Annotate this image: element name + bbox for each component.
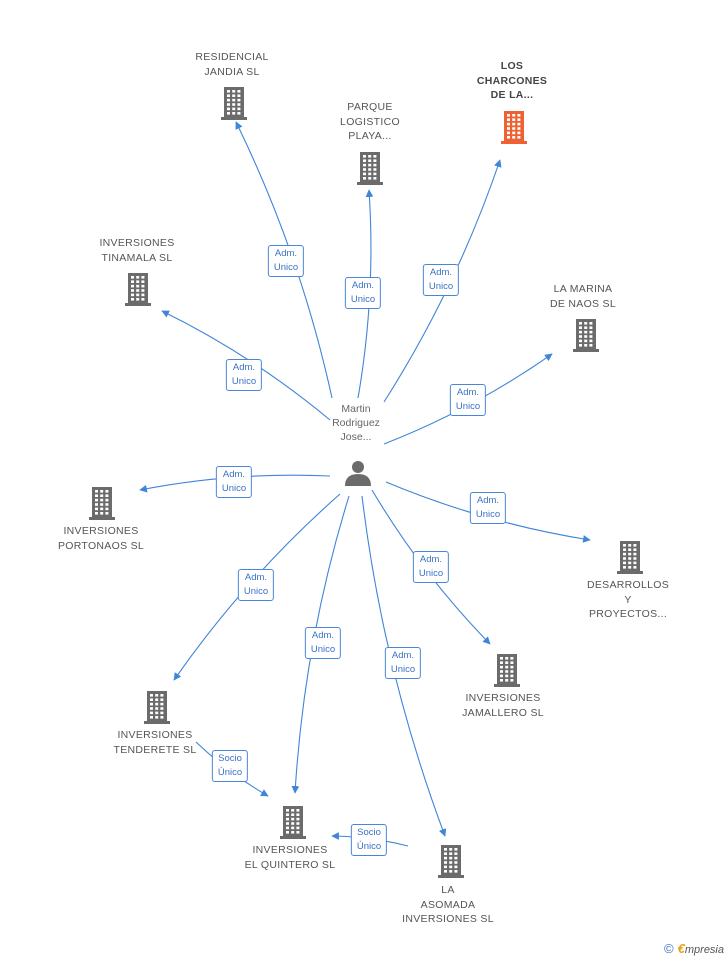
relation-detail: Unico bbox=[231, 376, 257, 387]
company-parque[interactable]: PARQUE LOGISTICO PLAYA... bbox=[340, 100, 400, 144]
relation-label[interactable]: Adm. Unico bbox=[215, 466, 253, 498]
company-jamallero[interactable]: INVERSIONES JAMALLERO SL bbox=[462, 691, 544, 720]
company-name-line: TENDERETE SL bbox=[113, 743, 197, 756]
company-name-line: CHARCONES bbox=[476, 74, 548, 87]
building-icon[interactable] bbox=[571, 318, 601, 352]
relation-label[interactable]: Adm. Unico bbox=[449, 384, 487, 416]
company-name-line: INVERSIONES SL bbox=[402, 913, 494, 925]
relation-label[interactable]: Adm. Unico bbox=[412, 551, 450, 583]
company-name-line: DE NAOS SL bbox=[549, 297, 617, 310]
relation-role: Socio bbox=[218, 753, 242, 764]
relation-detail: Unico bbox=[350, 294, 376, 305]
footer: © €mpresia bbox=[664, 941, 724, 956]
company-name-line: INVERSIONES bbox=[252, 844, 328, 856]
building-icon[interactable] bbox=[355, 151, 385, 185]
relation-label[interactable]: Adm. Unico bbox=[344, 277, 382, 309]
relation-role: Adm. bbox=[476, 495, 500, 506]
company-tinamala[interactable]: INVERSIONES TINAMALA SL bbox=[99, 236, 174, 265]
copyright-icon: © bbox=[664, 941, 674, 956]
relation-role: Adm. bbox=[274, 248, 298, 259]
relation-label[interactable]: Adm. Unico bbox=[384, 647, 422, 679]
company-name-line: EL QUINTERO SL bbox=[244, 858, 336, 871]
company-residencial[interactable]: RESIDENCIAL JANDIA SL bbox=[195, 50, 268, 79]
company-name-line: PLAYA... bbox=[348, 130, 392, 142]
relation-detail: Unico bbox=[428, 281, 454, 292]
relation-role: Adm. bbox=[456, 387, 480, 398]
company-name-line: INVERSIONES bbox=[117, 729, 193, 741]
relation-detail: Único bbox=[217, 767, 243, 778]
relation-detail: Unico bbox=[390, 664, 416, 675]
person-name-line: Rodriguez bbox=[332, 417, 380, 429]
relation-detail: Unico bbox=[243, 586, 269, 597]
empresia-logo[interactable]: €mpresia bbox=[678, 941, 724, 956]
company-name-line: DE LA... bbox=[490, 89, 534, 101]
relation-role: Adm. bbox=[429, 267, 453, 278]
relation-detail: Unico bbox=[273, 262, 299, 273]
relation-label[interactable]: Adm. Unico bbox=[267, 245, 305, 277]
building-icon[interactable] bbox=[142, 690, 172, 724]
relation-detail: Único bbox=[356, 841, 382, 852]
building-icon[interactable] bbox=[87, 486, 117, 520]
company-name-line: ASOMADA bbox=[420, 898, 476, 911]
building-icon[interactable] bbox=[123, 272, 153, 306]
relation-role: Adm. bbox=[222, 469, 246, 480]
building-icon[interactable] bbox=[615, 540, 645, 574]
person-name-line: Jose... bbox=[340, 431, 372, 443]
building-icon[interactable] bbox=[219, 86, 249, 120]
company-name-line: PORTONAOS SL bbox=[57, 539, 145, 552]
company-portonaos[interactable]: INVERSIONES PORTONAOS SL bbox=[58, 524, 144, 553]
relation-label[interactable]: Adm. Unico bbox=[237, 569, 275, 601]
building-icon[interactable] bbox=[499, 110, 529, 144]
company-asomada[interactable]: LA ASOMADA INVERSIONES SL bbox=[402, 883, 494, 927]
company-name-line: RESIDENCIAL bbox=[195, 51, 269, 63]
relation-role: Adm. bbox=[391, 650, 415, 661]
company-tenderete[interactable]: INVERSIONES TENDERETE SL bbox=[114, 728, 197, 757]
company-name-line: TINAMALA SL bbox=[101, 251, 173, 264]
company-name-line: LOGISTICO bbox=[340, 115, 400, 128]
company-marina[interactable]: LA MARINA DE NAOS SL bbox=[550, 282, 616, 311]
company-desarrollos[interactable]: DESARROLLOS Y PROYECTOS... bbox=[587, 578, 669, 622]
relation-detail: Unico bbox=[455, 401, 481, 412]
relation-detail: Unico bbox=[418, 568, 444, 579]
building-icon[interactable] bbox=[278, 805, 308, 839]
brand-name: mpresia bbox=[684, 944, 724, 956]
relation-role: Adm. bbox=[244, 572, 268, 583]
building-icon[interactable] bbox=[436, 844, 466, 878]
relation-label[interactable]: Adm. Unico bbox=[469, 492, 507, 524]
relation-label[interactable]: Adm. Unico bbox=[304, 627, 342, 659]
relation-role: Socio bbox=[357, 827, 381, 838]
person-name-line: Martin bbox=[341, 403, 371, 415]
company-name-line: INVERSIONES bbox=[465, 692, 541, 704]
person-icon[interactable] bbox=[344, 458, 372, 486]
brand-initial: € bbox=[677, 941, 685, 956]
relation-role: Adm. bbox=[419, 554, 443, 565]
relation-detail: Unico bbox=[221, 483, 247, 494]
building-icon[interactable] bbox=[492, 653, 522, 687]
company-name-line: Y bbox=[624, 593, 632, 606]
company-name-line: LA MARINA bbox=[553, 283, 613, 295]
relation-label[interactable]: Adm. Unico bbox=[422, 264, 460, 296]
company-name-line: LA bbox=[441, 884, 455, 896]
company-name-line: PROYECTOS... bbox=[588, 608, 668, 620]
company-name-line: INVERSIONES bbox=[63, 525, 139, 537]
relation-role: Adm. bbox=[232, 362, 256, 373]
company-name-line: LOS bbox=[500, 60, 524, 72]
company-charcones[interactable]: LOS CHARCONES DE LA... bbox=[477, 59, 547, 103]
company-name-line: PARQUE bbox=[347, 101, 393, 113]
relation-detail: Unico bbox=[310, 644, 336, 655]
relation-role: Adm. bbox=[311, 630, 335, 641]
company-name-line: INVERSIONES bbox=[99, 237, 175, 249]
company-name-line: DESARROLLOS bbox=[586, 579, 670, 591]
company-quintero[interactable]: INVERSIONES EL QUINTERO SL bbox=[245, 843, 336, 872]
relation-label[interactable]: Adm. Unico bbox=[225, 359, 263, 391]
relation-detail: Unico bbox=[475, 509, 501, 520]
company-name-line: JANDIA SL bbox=[204, 65, 260, 78]
company-name-line: JAMALLERO SL bbox=[462, 706, 544, 719]
relation-role: Adm. bbox=[351, 280, 375, 291]
